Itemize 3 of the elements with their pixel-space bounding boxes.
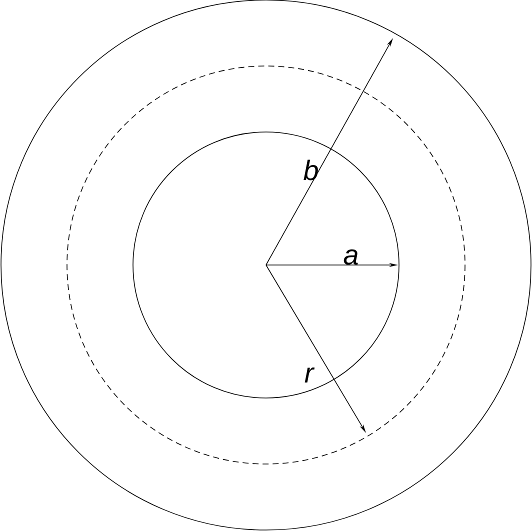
radius-label: b bbox=[304, 160, 318, 180]
radius-label: a bbox=[344, 249, 358, 265]
radius-label: r bbox=[304, 367, 315, 383]
